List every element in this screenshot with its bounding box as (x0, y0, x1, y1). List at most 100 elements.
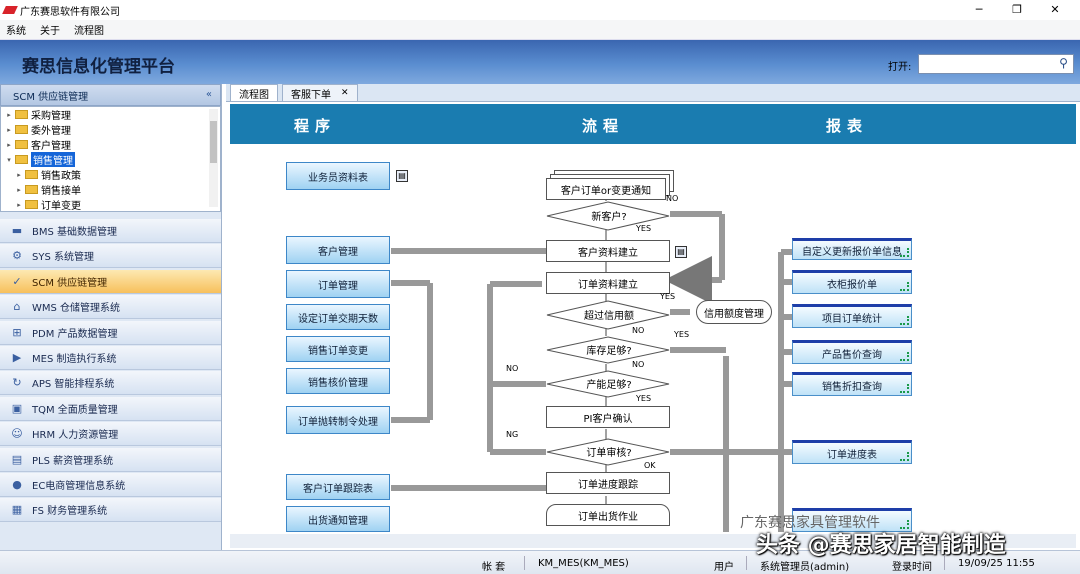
module-item[interactable]: ▦FS 财务管理系统 (0, 498, 221, 523)
connector-lines (391, 194, 792, 532)
capacity-label: 产能足够? (586, 380, 632, 391)
expanded-arrow-icon[interactable]: ▾ (7, 155, 11, 164)
module-item[interactable]: ▣TQM 全面质量管理 (0, 396, 221, 421)
flow-order-setup: 订单资料建立 (546, 272, 670, 294)
tree-node[interactable]: ▸订单变更 (1, 197, 220, 211)
program-box[interactable]: 客户管理 (286, 236, 390, 264)
status-divider (944, 556, 945, 570)
module-label: PDM 产品数据管理 (32, 328, 118, 340)
module-item[interactable]: ▤PLS 薪资管理系统 (0, 447, 221, 472)
restore-button[interactable]: ❐ (1012, 3, 1022, 16)
report-box[interactable]: 自定义更新报价单信息 (792, 238, 912, 260)
tree-node[interactable]: ▸ 销售政策 (1, 167, 220, 182)
flow-credit-mgmt: 信用额度管理 (696, 300, 772, 324)
ledger-icon: ▦ (11, 503, 23, 517)
module-item[interactable]: ●EC电商管理信息系统 (0, 472, 221, 497)
scroll-thumb[interactable] (210, 121, 217, 163)
flowchart-canvas: 程序 流程 报表 (230, 104, 1076, 532)
tree-scrollbar[interactable] (209, 109, 218, 207)
tree-node-label: 销售管理 (31, 152, 75, 167)
menu-system[interactable]: 系统 (6, 26, 26, 37)
program-box[interactable]: 销售核价管理 (286, 368, 390, 394)
tree-node[interactable]: ▸委外管理 (1, 122, 220, 137)
module-item[interactable]: ↻APS 智能排程系统 (0, 371, 221, 396)
collapsed-arrow-icon[interactable]: ▸ (7, 125, 11, 134)
tree-node-label: 销售政策 (41, 171, 81, 182)
module-label: MES 制造执行系统 (32, 353, 117, 365)
module-list: ▬BMS 基础数据管理⚙SYS 系统管理✓SCM 供应链管理⌂WMS 仓储管理系… (0, 219, 221, 524)
platform-title: 赛思信息化管理平台 (22, 57, 175, 77)
module-item[interactable]: ⌂WMS 仓储管理系统 (0, 295, 221, 320)
program-box[interactable]: 出货通知管理 (286, 506, 390, 532)
login-label: 登录时间 (892, 562, 932, 573)
menu-about[interactable]: 关于 (40, 26, 60, 37)
open-input[interactable]: ⚲ (918, 54, 1074, 74)
module-item[interactable]: ▶MES 制造执行系统 (0, 345, 221, 370)
tab-customer-order[interactable]: 客服下单 ✕ (282, 84, 358, 101)
report-box[interactable]: 销售折扣查询 (792, 372, 912, 396)
warehouse-icon: ⌂ (13, 300, 21, 314)
program-box[interactable]: 设定订单交期天数 (286, 304, 390, 330)
monitor-icon: ▣ (11, 401, 23, 415)
module-item[interactable]: ⚙SYS 系统管理 (0, 244, 221, 269)
app-logo-icon (2, 6, 18, 14)
module-item[interactable]: ☺HRM 人力资源管理 (0, 422, 221, 447)
collapsed-arrow-icon[interactable]: ▸ (17, 200, 21, 209)
decision-capacity (546, 370, 670, 398)
tab-label: 流程图 (239, 89, 269, 101)
close-button[interactable]: ✕ (1050, 3, 1060, 16)
open-label: 打开: (888, 62, 912, 73)
collapsed-arrow-icon[interactable]: ▸ (17, 185, 21, 194)
tree-node[interactable]: ▸ 客户管理 (1, 137, 220, 152)
globe-icon: ● (12, 477, 22, 491)
sidebar-title: SCM 供应链管理 (13, 91, 89, 103)
search-icon[interactable]: ⚲ (1059, 56, 1068, 70)
edge-label-yes: YES (636, 394, 652, 403)
collapsed-arrow-icon[interactable]: ▸ (17, 170, 21, 179)
program-box[interactable]: 订单管理 (286, 270, 390, 298)
collapsed-arrow-icon[interactable]: ▸ (7, 110, 11, 119)
tab-flowchart[interactable]: 流程图 (230, 84, 278, 101)
program-box[interactable]: 订单抛转制令处理 (286, 406, 390, 434)
nav-tree: ▸采购管理▸委外管理▸客户管理▾销售管理▸销售政策▸销售接单▸订单变更 (0, 106, 221, 212)
flow-start: 客户订单or变更通知 (546, 178, 666, 200)
report-box[interactable]: 订单进度表 (792, 440, 912, 464)
window-title: 广东赛思软件有限公司 (20, 6, 120, 18)
account-label: 帐 套 (482, 562, 506, 573)
module-item[interactable]: ▬BMS 基础数据管理 (0, 219, 221, 243)
module-label: SCM 供应链管理 (32, 277, 108, 289)
edge-label-no: NO (506, 364, 519, 373)
menu-bar: 系统 关于 流程图 (0, 20, 1080, 40)
tree-node[interactable]: ▸销售接单 (1, 182, 220, 197)
login-value: 19/09/25 11:55 (958, 558, 1035, 569)
horizontal-scrollbar[interactable] (230, 534, 1076, 548)
content-area: 流程图 客服下单 ✕ 程序 流程 报表 (226, 84, 1080, 550)
edge-label-yes: YES (660, 292, 676, 301)
order-review-label: 订单审核? (586, 448, 632, 459)
flowchart-header: 程序 流程 报表 (230, 104, 1076, 144)
report-box[interactable]: 衣柜报价单 (792, 270, 912, 294)
tree-node[interactable]: ▸采购管理 (1, 107, 220, 122)
tree-node-label: 客户管理 (31, 141, 71, 152)
minimize-button[interactable]: ─ (975, 3, 983, 16)
document-icon[interactable]: ▤ (396, 170, 408, 182)
edge-label-no: NO (666, 194, 679, 203)
collapse-icon[interactable]: « (205, 89, 212, 100)
report-box[interactable]: 产品售价查询 (792, 340, 912, 364)
report-box[interactable]: 项目订单统计 (792, 304, 912, 328)
tab-close-icon[interactable]: ✕ (341, 88, 349, 98)
flow-pi-confirm: PI客户确认 (546, 406, 670, 428)
program-box[interactable]: 客户订单跟踪表 (286, 474, 390, 500)
module-item[interactable]: ⊞PDM 产品数据管理 (0, 320, 221, 345)
program-box[interactable]: 销售订单变更 (286, 336, 390, 362)
over-credit-label: 超过信用额 (584, 311, 634, 322)
report-box[interactable] (792, 508, 912, 532)
document-icon[interactable]: ▤ (675, 246, 687, 258)
folder-icon (25, 200, 38, 209)
menu-flowchart[interactable]: 流程图 (74, 26, 104, 37)
tree-node[interactable]: ▾ 销售管理 (1, 152, 220, 167)
program-box[interactable]: 业务员资料表 (286, 162, 390, 190)
collapsed-arrow-icon[interactable]: ▸ (7, 140, 11, 149)
sidebar: SCM 供应链管理 « ▸采购管理▸委外管理▸客户管理▾销售管理▸销售政策▸销售… (0, 84, 222, 550)
module-item[interactable]: ✓SCM 供应链管理 (0, 269, 221, 294)
